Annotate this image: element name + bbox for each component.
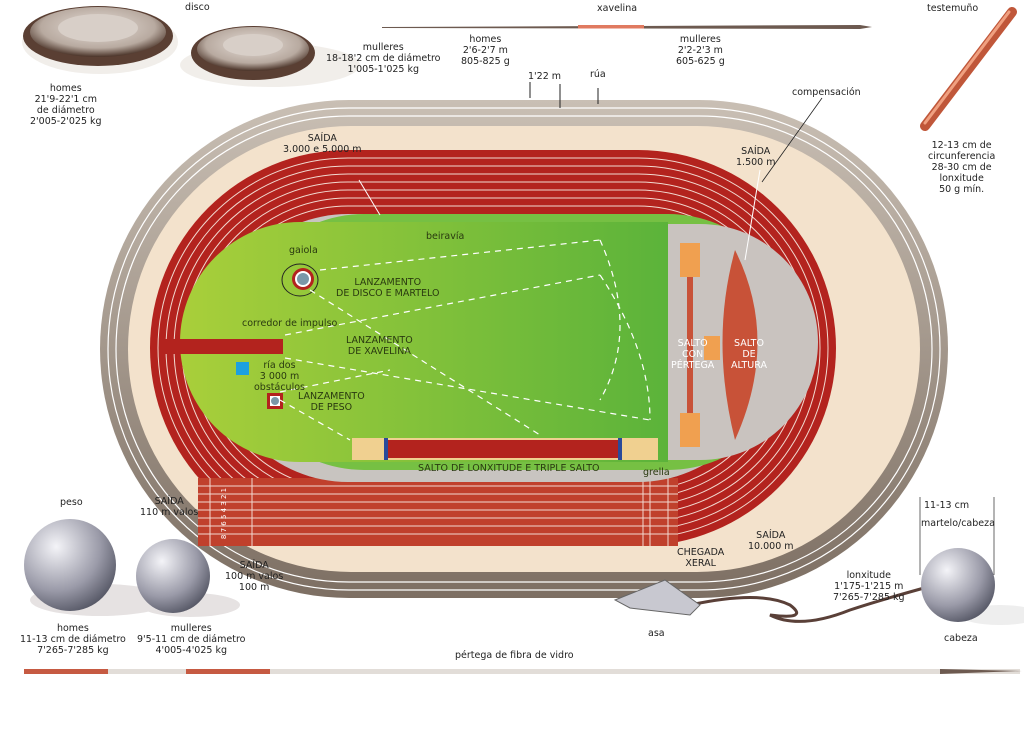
lane-width-label: 1'22 m (528, 71, 562, 82)
cabeza-label: cabeza (944, 633, 978, 644)
hammer-title: martelo/cabeza (921, 518, 995, 529)
lonxitude-zone: SALTO DE LONXITUDE E TRIPLE SALTO (418, 463, 600, 474)
disco-title: disco (185, 2, 210, 13)
beiravia-label: beiravía (426, 231, 465, 242)
testemunho-title: testemuño (927, 3, 979, 14)
hammer-icon (613, 497, 1024, 625)
compensacion-label: compensación (792, 87, 861, 98)
peso-title: peso (60, 497, 83, 508)
shot-put-icons (24, 519, 240, 617)
relay-baton-icon (920, 7, 1017, 131)
asa-label: asa (648, 628, 665, 639)
javelin-icon (382, 25, 872, 29)
pertega-label: pértega de fibra de vidro (455, 650, 574, 661)
lane-numbers: 8 7 6 5 4 3 2 1 (220, 487, 229, 540)
fiberglass-pole-icon (24, 669, 1022, 674)
hammer-diameter: 11-13 cm (924, 500, 970, 511)
rua-label: rúa (590, 69, 606, 80)
running-track (100, 82, 948, 598)
corredor-label: corredor de impulso (242, 318, 338, 329)
gaiola-label: gaiola (289, 245, 318, 256)
grella-label: grella (643, 467, 670, 478)
disc-men-icon (22, 6, 178, 74)
disc-women-icon (180, 26, 360, 87)
xavelina-title: xavelina (597, 3, 638, 14)
